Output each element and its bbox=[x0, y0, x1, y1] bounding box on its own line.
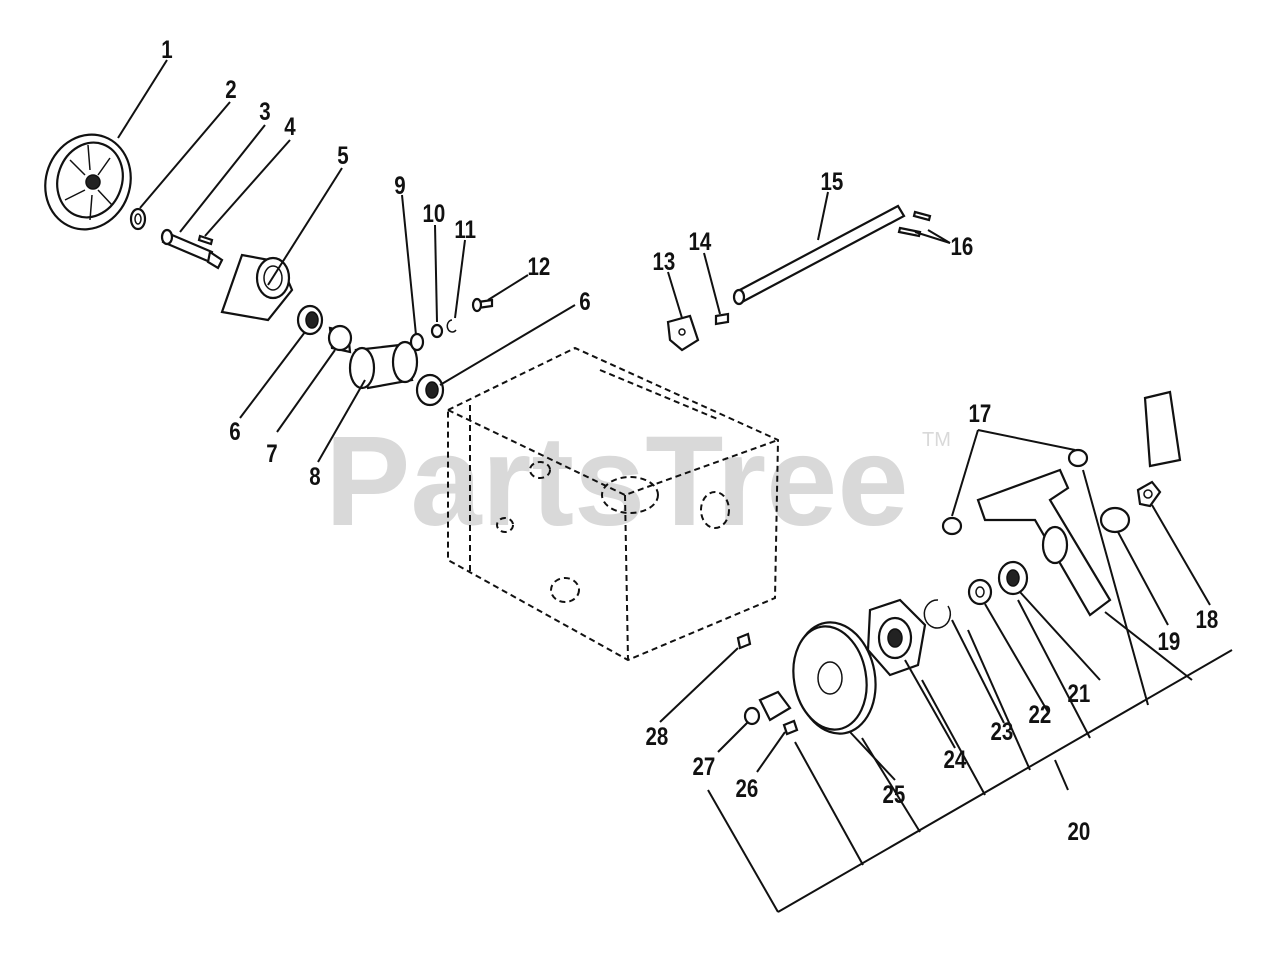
part-12-bolt[interactable] bbox=[471, 297, 494, 313]
callout-24[interactable]: 24 bbox=[944, 745, 967, 773]
part-6-bearing-right[interactable] bbox=[415, 373, 445, 407]
callout-13[interactable]: 13 bbox=[653, 247, 676, 275]
part-4-key[interactable] bbox=[197, 234, 214, 246]
callout-21[interactable]: 21 bbox=[1068, 679, 1091, 707]
part-21-bearing[interactable] bbox=[997, 560, 1029, 596]
part-7-spacer[interactable] bbox=[327, 324, 353, 354]
callout-5[interactable]: 5 bbox=[337, 141, 349, 169]
callout-9[interactable]: 9 bbox=[394, 171, 405, 199]
frame-housing bbox=[447, 346, 780, 662]
part-6-bearing-left[interactable] bbox=[296, 304, 324, 336]
callout-10[interactable]: 10 bbox=[423, 199, 446, 227]
callout-28[interactable]: 28 bbox=[646, 722, 669, 750]
callout-17[interactable]: 17 bbox=[969, 399, 992, 427]
part-19-spacer[interactable] bbox=[1099, 506, 1131, 534]
part-16-pins[interactable] bbox=[897, 210, 932, 238]
part-11-clip[interactable] bbox=[446, 319, 457, 333]
callout-6-left[interactable]: 6 bbox=[229, 417, 240, 445]
part-9-bushing[interactable] bbox=[409, 332, 425, 352]
callout-3[interactable]: 3 bbox=[259, 97, 270, 125]
part-10-washer[interactable] bbox=[430, 323, 444, 339]
leader-lines bbox=[117, 59, 1233, 913]
part-26-screw[interactable] bbox=[782, 719, 799, 736]
callout-4[interactable]: 4 bbox=[284, 112, 296, 140]
part-13-bracket[interactable] bbox=[666, 314, 700, 352]
callout-6-right[interactable]: 6 bbox=[579, 287, 590, 315]
part-23-retaining-ring[interactable] bbox=[923, 599, 952, 629]
callout-8[interactable]: 8 bbox=[309, 462, 321, 490]
part-22-washer[interactable] bbox=[967, 578, 993, 606]
callout-1[interactable]: 1 bbox=[161, 35, 173, 63]
part-20-arm[interactable] bbox=[976, 468, 1112, 617]
part-27-shaft[interactable] bbox=[743, 690, 792, 726]
watermark-trademark: TM bbox=[922, 429, 951, 451]
callout-7[interactable]: 7 bbox=[266, 439, 277, 467]
callout-23[interactable]: 23 bbox=[991, 717, 1014, 745]
part-1-impeller-disc[interactable] bbox=[32, 123, 144, 242]
part-3-shaft[interactable] bbox=[160, 228, 224, 270]
part-2-washer[interactable] bbox=[129, 207, 147, 231]
callout-11[interactable]: 11 bbox=[454, 215, 476, 243]
part-25-pulley[interactable] bbox=[786, 616, 885, 740]
bracket-top-right bbox=[1143, 390, 1182, 468]
callout-15[interactable]: 15 bbox=[821, 167, 844, 195]
callout-20[interactable]: 20 bbox=[1068, 817, 1091, 845]
callout-16[interactable]: 16 bbox=[951, 232, 974, 260]
callout-18[interactable]: 18 bbox=[1196, 605, 1219, 633]
callout-22[interactable]: 22 bbox=[1029, 700, 1052, 728]
part-18-nut[interactable] bbox=[1136, 480, 1162, 508]
callout-2[interactable]: 2 bbox=[225, 75, 236, 103]
callouts: 1 2 3 4 5 6 6 7 8 9 10 11 12 13 14 15 16… bbox=[161, 35, 1218, 845]
watermark: PartsTree bbox=[325, 410, 909, 553]
callout-27[interactable]: 27 bbox=[693, 752, 716, 780]
part-15-rod[interactable] bbox=[732, 204, 906, 306]
callout-26[interactable]: 26 bbox=[736, 774, 759, 802]
part-14-bolt[interactable] bbox=[714, 312, 730, 326]
callout-12[interactable]: 12 bbox=[528, 252, 551, 280]
part-24-hub[interactable] bbox=[866, 598, 927, 677]
callout-14[interactable]: 14 bbox=[689, 227, 712, 255]
part-17-bushings[interactable] bbox=[941, 448, 1089, 536]
callout-19[interactable]: 19 bbox=[1158, 627, 1181, 655]
callout-25[interactable]: 25 bbox=[883, 780, 906, 808]
part-8-tube[interactable] bbox=[348, 340, 419, 390]
part-28-screw[interactable] bbox=[736, 632, 752, 650]
